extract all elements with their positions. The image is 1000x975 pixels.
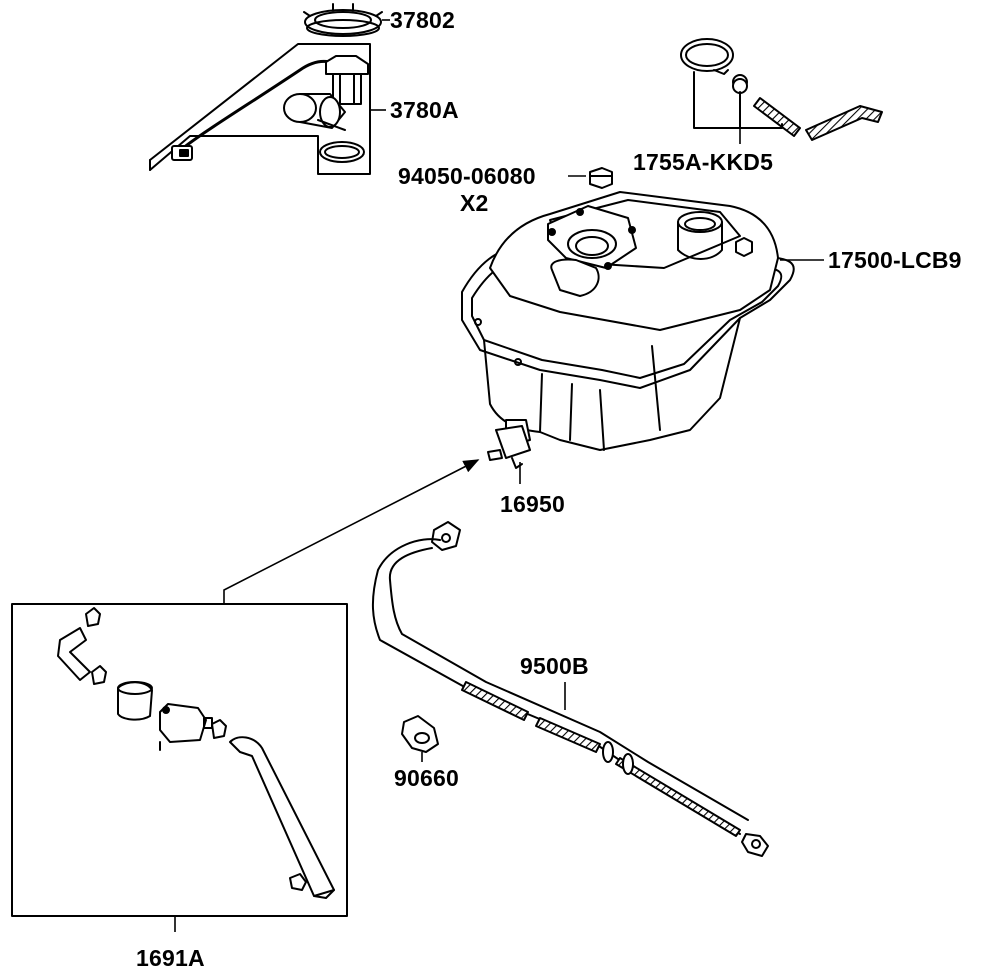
breather-hose-kit-part[interactable] (680, 38, 883, 141)
fuel-filter-kit-part[interactable] (11, 603, 348, 917)
part-label-37802: 37802 (390, 7, 455, 33)
part-label-1691a: 1691A (136, 945, 205, 971)
part-label-94050: 94050-06080 (398, 163, 536, 189)
flange-nut-part[interactable] (589, 167, 613, 189)
part-label-9500b: 9500B (520, 653, 589, 679)
fuel-pump-assembly-part[interactable] (149, 43, 371, 175)
part-label-17500: 17500-LCB9 (828, 247, 962, 273)
part-label-90660: 90660 (394, 765, 459, 791)
hose-clip-part[interactable] (401, 715, 439, 753)
fuel-tank-part[interactable] (461, 191, 795, 451)
fuel-valve-part[interactable] (487, 425, 531, 469)
retaining-ring-part[interactable] (303, 3, 383, 37)
part-label-3780a: 3780A (390, 97, 459, 123)
part-label-16950: 16950 (500, 491, 565, 517)
part-quantity-94050: X2 (460, 190, 489, 216)
assembly-arrow (223, 459, 480, 604)
fuel-hose-part[interactable] (371, 521, 769, 857)
part-label-1755a: 1755A-KKD5 (633, 149, 773, 175)
